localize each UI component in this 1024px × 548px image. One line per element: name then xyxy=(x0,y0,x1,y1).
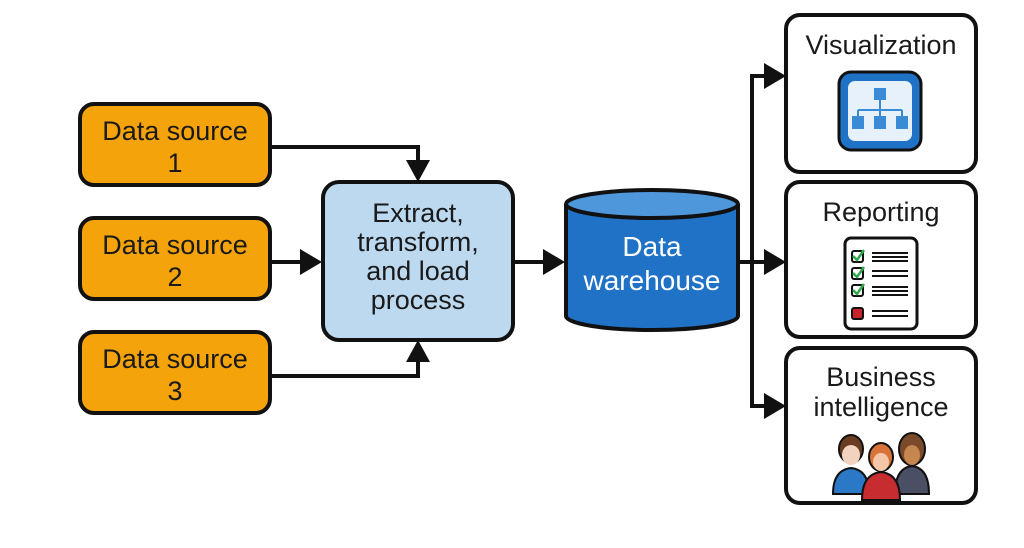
data-source-3-label: Data source xyxy=(102,344,248,374)
arrowhead-source3-etl xyxy=(406,340,430,362)
data-source-2: Data source 2 xyxy=(78,216,272,301)
data-source-1-number: 1 xyxy=(167,148,182,178)
connector-source1-etl xyxy=(270,145,420,165)
etl-process-box: Extract, transform, and load process xyxy=(321,180,515,342)
bi-title-line-2: intelligence xyxy=(813,392,948,422)
reporting-box: Reporting xyxy=(784,180,978,339)
arrowhead-source1-etl xyxy=(406,160,430,182)
etl-line-2: transform, xyxy=(357,227,479,257)
checklist-row-1 xyxy=(851,249,908,263)
bi-title-line-1: Business xyxy=(826,362,936,392)
arrowhead-etl-warehouse xyxy=(543,249,565,275)
people-group-icon xyxy=(831,432,931,501)
arrowhead-to-reporting xyxy=(764,249,786,275)
arrowhead-to-visualization xyxy=(764,63,786,89)
etl-line-4: process xyxy=(371,285,466,315)
data-warehouse-cylinder: Data warehouse xyxy=(564,188,740,332)
visualization-title: Visualization xyxy=(805,30,956,60)
checklist-row-4 xyxy=(851,307,908,320)
warehouse-label-line-2: warehouse xyxy=(583,265,721,296)
data-source-3: Data source 3 xyxy=(78,330,272,415)
business-intelligence-box: Business intelligence xyxy=(784,346,978,505)
hierarchy-chart-icon xyxy=(837,70,923,152)
checklist-icon xyxy=(843,236,919,331)
data-source-1-label: Data source xyxy=(102,116,248,146)
arrowhead-source2-etl xyxy=(300,249,322,275)
connector-source3-etl xyxy=(270,358,420,378)
data-source-2-label: Data source xyxy=(102,230,248,260)
connectors xyxy=(270,63,786,419)
checklist-row-3 xyxy=(851,283,908,297)
etl-line-3: and load xyxy=(366,256,470,286)
data-source-1: Data source 1 xyxy=(78,102,272,187)
arrowhead-to-bi xyxy=(764,393,786,419)
warehouse-label-line-1: Data xyxy=(622,231,682,262)
checklist-row-2 xyxy=(851,266,908,280)
data-source-2-number: 2 xyxy=(167,262,182,292)
etl-line-1: Extract, xyxy=(372,198,464,228)
visualization-box: Visualization xyxy=(784,13,978,174)
data-source-3-number: 3 xyxy=(167,376,182,406)
reporting-title: Reporting xyxy=(822,197,939,227)
connector-bus xyxy=(750,74,766,408)
